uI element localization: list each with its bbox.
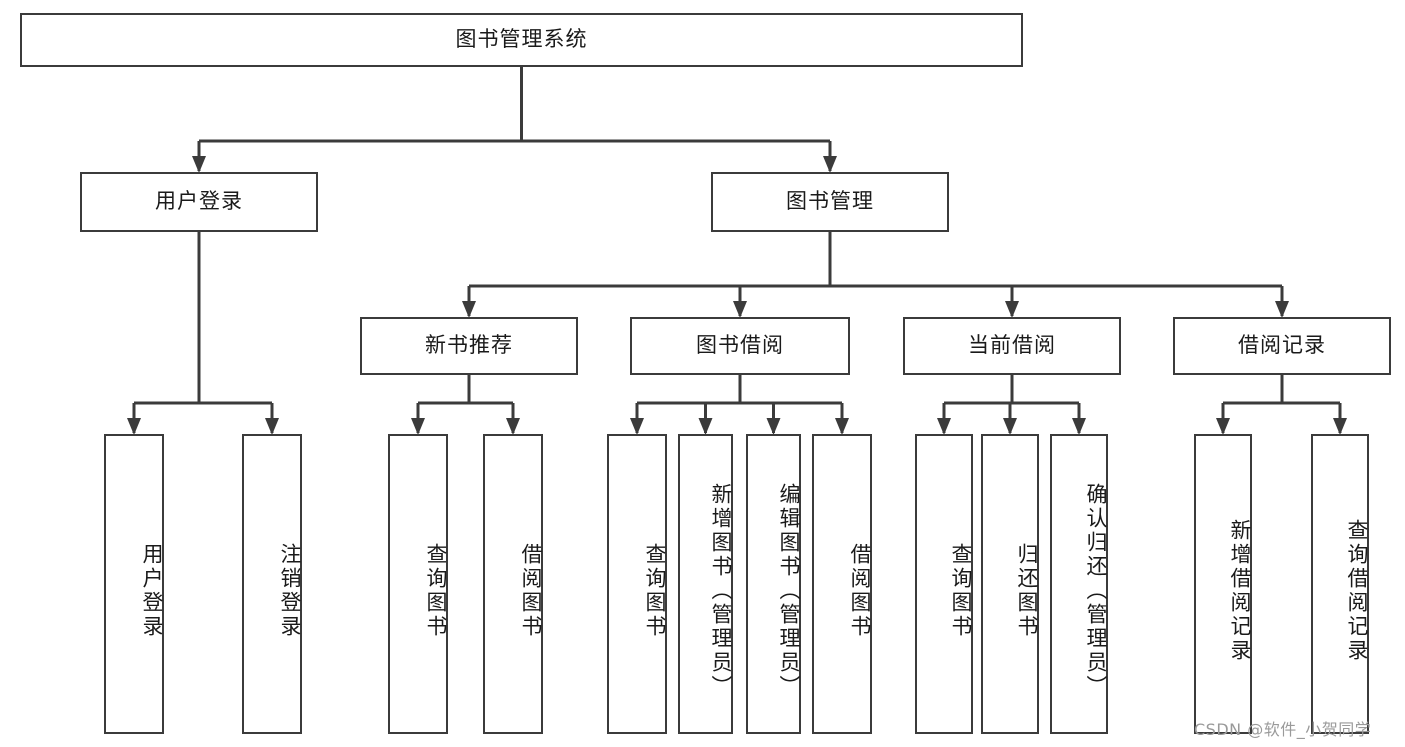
node-book-manage: 图书管理 [711,172,949,232]
node-label: 查询图书 [643,543,667,639]
node-leaf-borrow-book-2: 借阅图书 [812,434,872,734]
node-label: 新增借阅记录 [1228,519,1252,663]
node-leaf-return-book: 归还图书 [981,434,1039,734]
node-borrow-record: 借阅记录 [1173,317,1391,375]
node-leaf-add-record: 新增借阅记录 [1194,434,1252,734]
node-leaf-query-book-2: 查询图书 [607,434,667,734]
node-label: 借阅记录 [1238,333,1326,358]
node-leaf-edit-book: 编辑图书（管理员） [746,434,801,734]
node-current-borrow: 当前借阅 [903,317,1121,375]
node-label: 用户登录 [140,543,164,639]
node-label: 用户登录 [155,189,243,214]
node-leaf-add-book: 新增图书（管理员） [678,434,733,734]
node-label: 图书借阅 [696,333,784,358]
watermark: CSDN @软件_小贺同学 [1194,720,1372,739]
node-leaf-confirm-return: 确认归还（管理员） [1050,434,1108,734]
node-leaf-logout-login: 注销登录 [242,434,302,734]
node-user-login: 用户登录 [80,172,318,232]
node-label: 查询图书 [949,543,973,639]
node-label: 注销登录 [278,543,302,639]
node-label: 借阅图书 [848,543,872,639]
node-leaf-query-book-1: 查询图书 [388,434,448,734]
node-leaf-user-login: 用户登录 [104,434,164,734]
node-label: 借阅图书 [519,543,543,639]
node-root: 图书管理系统 [20,13,1023,67]
node-book-borrow: 图书借阅 [630,317,850,375]
node-label: 确认归还（管理员） [1084,483,1108,699]
node-label: 当前借阅 [968,333,1056,358]
node-label: 图书管理 [786,189,874,214]
node-label: 查询借阅记录 [1345,519,1369,663]
node-leaf-borrow-book-1: 借阅图书 [483,434,543,734]
node-leaf-query-book-3: 查询图书 [915,434,973,734]
node-label: 归还图书 [1015,543,1039,639]
node-label: 新增图书（管理员） [709,483,733,699]
node-leaf-query-record: 查询借阅记录 [1311,434,1369,734]
node-new-book-rec: 新书推荐 [360,317,578,375]
node-label: 图书管理系统 [455,27,588,52]
node-label: 编辑图书（管理员） [777,483,801,699]
node-label: 新书推荐 [425,333,513,358]
node-label: 查询图书 [424,543,448,639]
